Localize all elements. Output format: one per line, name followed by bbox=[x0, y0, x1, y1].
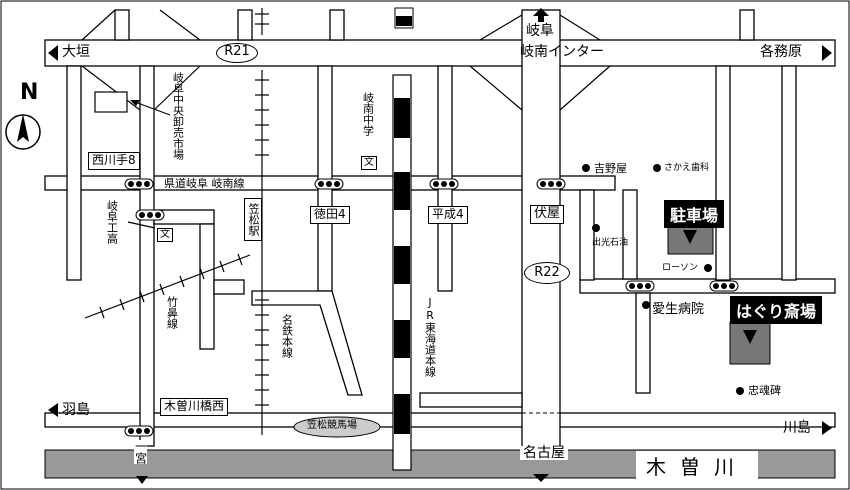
lawson-label: ローソン bbox=[662, 263, 699, 273]
jr-railway bbox=[392, 7, 414, 471]
intersection-tokuda: 徳田4 bbox=[310, 206, 350, 224]
chukonhi-label: 忠魂碑 bbox=[748, 384, 781, 397]
poi-dots bbox=[582, 164, 744, 395]
hospital-label: 愛生病院 bbox=[652, 302, 705, 317]
parking-label: 駐車場 bbox=[664, 200, 725, 228]
market-building bbox=[94, 91, 128, 113]
road-east bbox=[579, 278, 836, 294]
takehana-line-label: 竹鼻線 bbox=[165, 296, 179, 329]
dot-idemitsu bbox=[592, 224, 600, 232]
interchange-ramps bbox=[81, 9, 611, 111]
north-compass-icon bbox=[5, 114, 41, 150]
jr-line-label: JR東海道本線 bbox=[423, 296, 437, 377]
dest-west: 大垣 bbox=[62, 44, 90, 60]
road-v1 bbox=[66, 65, 82, 281]
signal-tech bbox=[135, 209, 165, 221]
takehana-railway bbox=[84, 253, 251, 319]
north-label: N bbox=[20, 80, 39, 105]
sakae-dental-label: さかえ歯科 bbox=[664, 163, 710, 173]
road-v7 bbox=[635, 292, 651, 394]
road-v8 bbox=[715, 65, 731, 281]
racecourse-shape bbox=[293, 416, 381, 438]
road-r21 bbox=[44, 39, 836, 67]
dest-east: 各務原 bbox=[760, 44, 802, 60]
yoshinoya-label: 吉野屋 bbox=[594, 162, 627, 175]
road-south-link bbox=[419, 392, 523, 408]
intersection-fushiya: 伏屋 bbox=[530, 205, 565, 224]
traffic-signals bbox=[124, 178, 739, 437]
hall-label: はぐり斎場 bbox=[730, 296, 823, 324]
dest-southwest: 羽島 bbox=[62, 402, 90, 418]
road-v10-top bbox=[114, 9, 130, 41]
kasamatsu-station: 笠松駅 bbox=[244, 198, 263, 241]
signal-tokuda bbox=[314, 178, 344, 190]
signal-kisogawabashi bbox=[124, 425, 154, 437]
ginan-jhs-label: 岐南中学 bbox=[361, 92, 375, 136]
parking-pointer bbox=[683, 230, 697, 244]
road-v13 bbox=[781, 65, 797, 281]
signal-hospital-w bbox=[625, 280, 655, 292]
intersection-heisei: 平成4 bbox=[428, 206, 468, 224]
interchange-label: 岐南インター bbox=[520, 44, 604, 60]
gifu-tech-icon: 文 bbox=[157, 228, 173, 242]
arrow-ichinomiya-icon bbox=[136, 476, 148, 484]
road-tech-v bbox=[199, 223, 215, 350]
dest-north: 岐阜 bbox=[526, 23, 554, 39]
river-label: 木曽川 bbox=[636, 451, 758, 480]
dest-south: 名古屋 bbox=[520, 446, 568, 460]
road-bottom bbox=[44, 412, 836, 428]
market-label: 岐阜中央卸売市場 bbox=[171, 72, 185, 160]
dot-lawson bbox=[704, 264, 712, 272]
road-v6 bbox=[622, 189, 638, 280]
arrow-south-icon bbox=[533, 474, 549, 482]
arrow-east-icon bbox=[822, 45, 832, 61]
signal-heisei bbox=[429, 178, 459, 190]
road-v9-top bbox=[329, 9, 345, 41]
signal-nishikawate bbox=[124, 178, 154, 190]
market-arrowhead bbox=[130, 100, 140, 106]
road-v3-top bbox=[237, 9, 253, 41]
gifu-tech-label: 岐阜工高 bbox=[105, 200, 119, 244]
arrow-southwest-icon bbox=[48, 403, 58, 417]
road-v2 bbox=[139, 65, 155, 447]
dot-sakae bbox=[653, 164, 661, 172]
ginan-jhs-icon: 文 bbox=[361, 156, 377, 170]
signal-hospital-e bbox=[709, 280, 739, 292]
arrow-southeast-icon bbox=[822, 421, 832, 435]
dest-southeast: 川島 bbox=[783, 420, 811, 436]
road-v11 bbox=[579, 189, 595, 281]
racecourse-label: 笠松競馬場 bbox=[307, 420, 357, 431]
route-r21: R21 bbox=[216, 43, 258, 63]
tech-pointer bbox=[127, 221, 156, 229]
prefectural-road-label: 県道岐阜 岐南線 bbox=[164, 177, 245, 190]
road-network bbox=[44, 9, 836, 456]
dot-yoshinoya bbox=[582, 164, 590, 172]
intersection-nishikawate: 西川手8 bbox=[88, 152, 140, 170]
road-r22 bbox=[521, 9, 561, 456]
dest-ichinomiya: 一宮 bbox=[133, 440, 148, 464]
hall-pointer bbox=[743, 330, 757, 344]
dot-chukonhi bbox=[736, 387, 744, 395]
dot-hospital bbox=[642, 301, 650, 309]
road-diagonal bbox=[251, 290, 363, 396]
signal-fushiya bbox=[536, 178, 566, 190]
direction-arrows bbox=[48, 8, 832, 484]
meitetsu-line-label: 名鉄本線 bbox=[280, 314, 294, 358]
market-pointer bbox=[134, 101, 171, 116]
intersection-kisogawabashi: 木曽川橋西 bbox=[160, 398, 229, 416]
road-v12-top bbox=[739, 9, 755, 41]
meitetsu-railway bbox=[255, 8, 269, 435]
arrow-north-icon bbox=[533, 8, 549, 16]
idemitsu-label: 出光石油 bbox=[592, 238, 629, 248]
route-r22: R22 bbox=[524, 262, 570, 284]
arrow-west-icon bbox=[48, 45, 58, 61]
dashed-lines bbox=[521, 395, 561, 420]
road-tech-h2 bbox=[213, 279, 245, 295]
